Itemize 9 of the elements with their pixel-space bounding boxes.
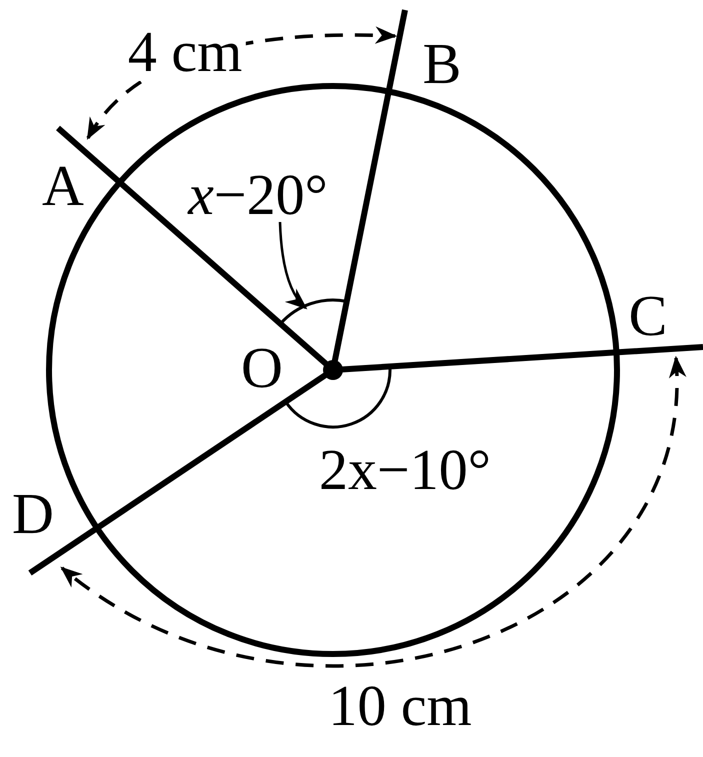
point-label: D — [12, 485, 54, 543]
leader-line — [278, 222, 308, 310]
point-label: A — [42, 157, 84, 215]
point-label: C — [628, 287, 668, 345]
angle-label: x−20° — [188, 166, 328, 224]
point-label: B — [422, 35, 462, 93]
angle-arc — [279, 298, 347, 325]
point-label: O — [241, 339, 283, 397]
angle-label: 2x−10° — [319, 441, 491, 499]
